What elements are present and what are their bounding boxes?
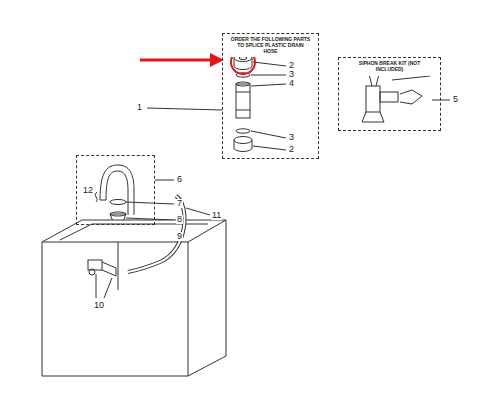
callout-number: 5 (452, 95, 459, 104)
callout-number: 2 (288, 145, 295, 154)
box-heading: SIPHON BREAK KIT (NOT INCLUDED) (351, 58, 429, 76)
callout-number: 10 (93, 301, 105, 310)
callout-number: 3 (288, 70, 295, 79)
dashed-parts-box: SIPHON BREAK KIT (NOT INCLUDED) (338, 57, 441, 131)
callout-number: 1 (136, 103, 143, 112)
callout-number: 6 (176, 175, 183, 184)
callout-number: 2 (288, 61, 295, 70)
callout-number: 12 (82, 186, 94, 195)
callout-number: 8 (176, 215, 183, 224)
callout-number: 3 (288, 133, 295, 142)
box-heading: ORDER THE FOLLOWING PARTS TO SPLICE PLAS… (227, 34, 315, 57)
callout-number: 7 (176, 199, 183, 208)
dashed-parts-box: ORDER THE FOLLOWING PARTS TO SPLICE PLAS… (222, 33, 319, 159)
callout-number: 9 (176, 232, 183, 241)
callout-number: 11 (211, 211, 222, 220)
callout-number: 4 (288, 79, 295, 88)
